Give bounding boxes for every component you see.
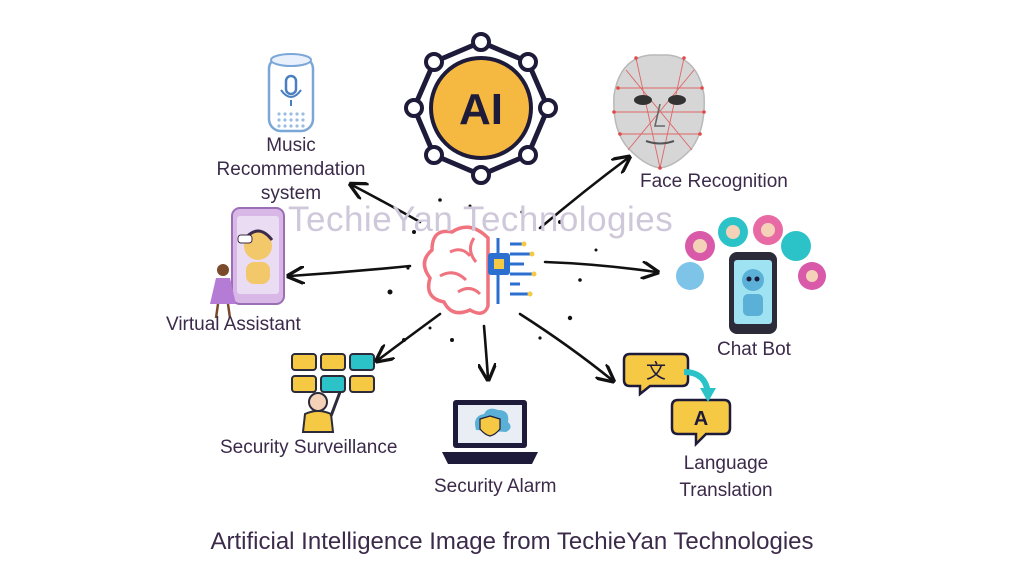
face-mesh-icon <box>612 54 706 170</box>
source-glyph: 文 <box>646 359 666 383</box>
face-recognition-label: Face Recognition <box>640 171 788 192</box>
music-label-line-2: Recommendation <box>216 159 366 180</box>
music-label-line-1: Music <box>266 135 316 156</box>
arrow-to-translation <box>518 312 612 380</box>
target-glyph: A <box>694 408 708 430</box>
chat-bot-label: Chat Bot <box>717 339 791 360</box>
brain-chip-icon <box>422 225 537 315</box>
virtual-assistant-label: Virtual Assistant <box>166 314 301 335</box>
language-translation-icon: 文 A <box>622 352 732 448</box>
security-alarm-label: Security Alarm <box>434 476 557 497</box>
arrow-to-virtual <box>290 264 412 276</box>
arrow-to-music <box>352 185 422 224</box>
music-label-line-3: system <box>260 183 322 204</box>
security-surveillance-icon <box>291 353 375 433</box>
music-recommendation-label: Music Recommendation system <box>216 134 366 206</box>
language-translation-label: Language Translation <box>664 450 788 504</box>
translation-label-line-2: Translation <box>679 480 773 501</box>
arrow-to-alarm <box>484 324 488 378</box>
watermark-text: TechieYan Technologies <box>288 200 674 239</box>
arrow-to-face <box>538 158 628 230</box>
ai-badge-text: AI <box>459 85 503 134</box>
security-surveillance-label: Security Surveillance <box>220 437 398 458</box>
chat-bot-icon <box>676 215 826 334</box>
connector-arrows <box>290 158 656 380</box>
translation-label-line-1: Language <box>683 453 769 474</box>
ai-badge-icon: AI <box>404 32 558 185</box>
smart-speaker-icon <box>267 53 315 133</box>
arrow-to-chatbot <box>543 260 656 272</box>
figure-caption: Artificial Intelligence Image from Techi… <box>210 528 814 555</box>
virtual-assistant-icon <box>210 207 285 319</box>
security-alarm-icon <box>442 400 538 464</box>
arrow-to-surveillance <box>378 312 442 360</box>
